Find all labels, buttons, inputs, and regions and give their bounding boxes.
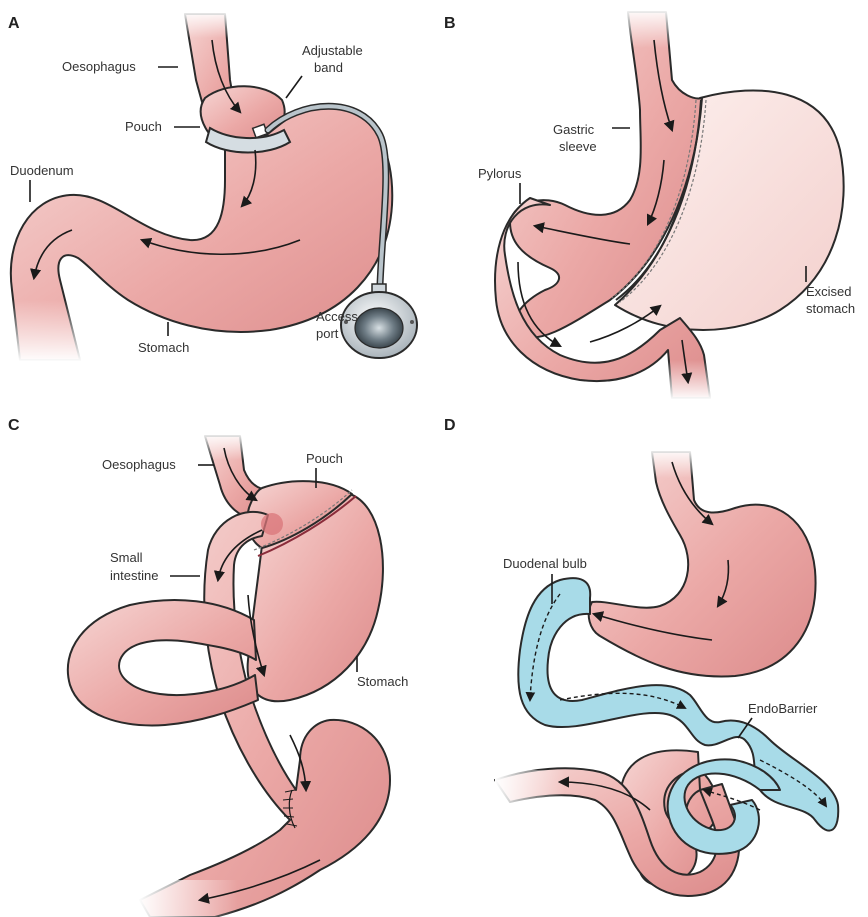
panel-b: B Gastric sleeve Pylorus Excised stomach <box>444 8 855 400</box>
pouch-outlet <box>261 513 283 535</box>
label-duodenum: Duodenum <box>10 163 74 178</box>
label-pouch: Pouch <box>306 451 343 466</box>
intestine-fade <box>138 880 238 917</box>
label-stomach: Stomach <box>357 674 408 689</box>
label-access-port-1: Access <box>316 309 358 324</box>
intestine-fade <box>495 770 565 810</box>
label-oesophagus: Oesophagus <box>62 59 136 74</box>
panel-c: C Oesophagus Pouch <box>8 417 408 917</box>
leader-line <box>286 76 302 98</box>
label-pylorus: Pylorus <box>478 166 522 181</box>
label-access-port-2: port <box>316 326 339 341</box>
label-adjustable-band-2: band <box>314 60 343 75</box>
oesophagus-fade <box>618 8 678 48</box>
oesophagus-fade <box>198 432 248 460</box>
panel-letter-a: A <box>8 15 20 32</box>
label-gastric-sleeve-1: Gastric <box>553 122 595 137</box>
panel-a: A Oesophagus Adjustable b <box>8 10 417 362</box>
label-duodenal-bulb: Duodenal bulb <box>503 556 587 571</box>
label-small-intestine-2: intestine <box>110 568 158 583</box>
duodenum-fade <box>8 300 93 362</box>
label-excised-stomach-2: stomach <box>806 301 855 316</box>
oesophagus-fade <box>645 448 697 478</box>
panel-letter-d: D <box>444 417 456 434</box>
label-stomach: Stomach <box>138 340 189 355</box>
label-adjustable-band-1: Adjustable <box>302 43 363 58</box>
label-excised-stomach-1: Excised <box>806 284 852 299</box>
label-pouch: Pouch <box>125 119 162 134</box>
oesophagus-fade <box>180 10 235 38</box>
label-small-intestine-1: Small <box>110 550 143 565</box>
panel-letter-b: B <box>444 15 456 32</box>
stomach <box>589 452 816 677</box>
label-oesophagus: Oesophagus <box>102 457 176 472</box>
label-gastric-sleeve-2: sleeve <box>559 139 597 154</box>
panel-letter-c: C <box>8 417 20 434</box>
panel-d: D Duodenal bulb EndoBarrier <box>444 417 838 896</box>
label-endobarrier: EndoBarrier <box>748 701 818 716</box>
intestine-fade <box>664 360 718 400</box>
